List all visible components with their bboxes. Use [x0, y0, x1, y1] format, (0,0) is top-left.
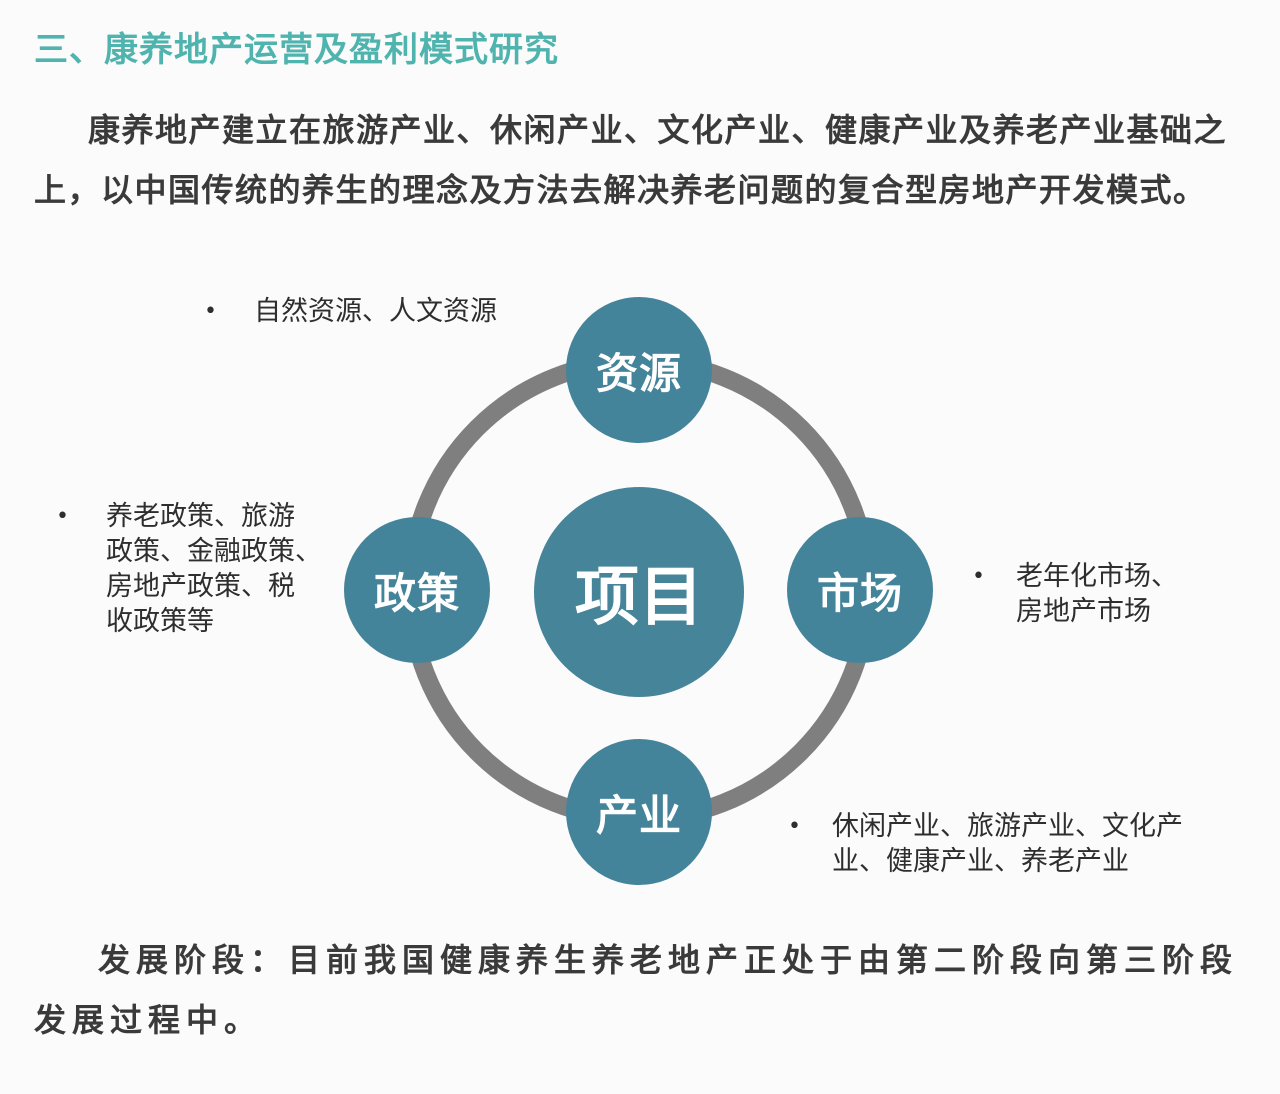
bullet-icon: • [972, 564, 985, 589]
node-market: 市场 [787, 517, 933, 663]
annotation-resources: • 自然资源、人文资源 [204, 294, 497, 329]
node-label: 产业 [595, 790, 682, 840]
annotation-text: 老年化市场、 房地产市场 [1016, 561, 1178, 627]
annotation-text: 养老政策、旅游 政策、金融政策、 房地产政策、税 收政策等 [106, 501, 322, 637]
node-label: 市场 [816, 568, 903, 618]
center-node-label: 项目 [575, 561, 703, 635]
node-policy: 政策 [344, 517, 490, 663]
section-heading: 三、康养地产运营及盈利模式研究 [34, 30, 559, 70]
annotation-market: • 老年化市场、 房地产市场 [972, 559, 1178, 629]
intro-paragraph: 康养地产建立在旅游产业、休闲产业、文化产业、健康产业及养老产业基础之上，以中国传… [34, 111, 1228, 209]
center-node-project: 项目 [534, 487, 744, 697]
bullet-icon: • [788, 814, 801, 839]
annotation-policy: • 养老政策、旅游 政策、金融政策、 房地产政策、税 收政策等 [56, 499, 322, 639]
node-resources: 资源 [566, 297, 712, 443]
node-label: 政策 [373, 568, 460, 618]
node-industry: 产业 [566, 739, 712, 885]
annotation-industry: • 休闲产业、旅游产业、文化产 业、健康产业、养老产业 [788, 809, 1183, 879]
annotation-text: 自然资源、人文资源 [254, 296, 497, 327]
node-label: 资源 [595, 348, 682, 398]
bullet-icon: • [56, 504, 69, 529]
annotation-text: 休闲产业、旅游产业、文化产 业、健康产业、养老产业 [832, 811, 1183, 877]
development-stage-paragraph: 发展阶段：目前我国健康养生养老地产正处于由第二阶段向第三阶段发展过程中。 [34, 941, 1239, 1039]
bullet-icon: • [204, 299, 217, 324]
